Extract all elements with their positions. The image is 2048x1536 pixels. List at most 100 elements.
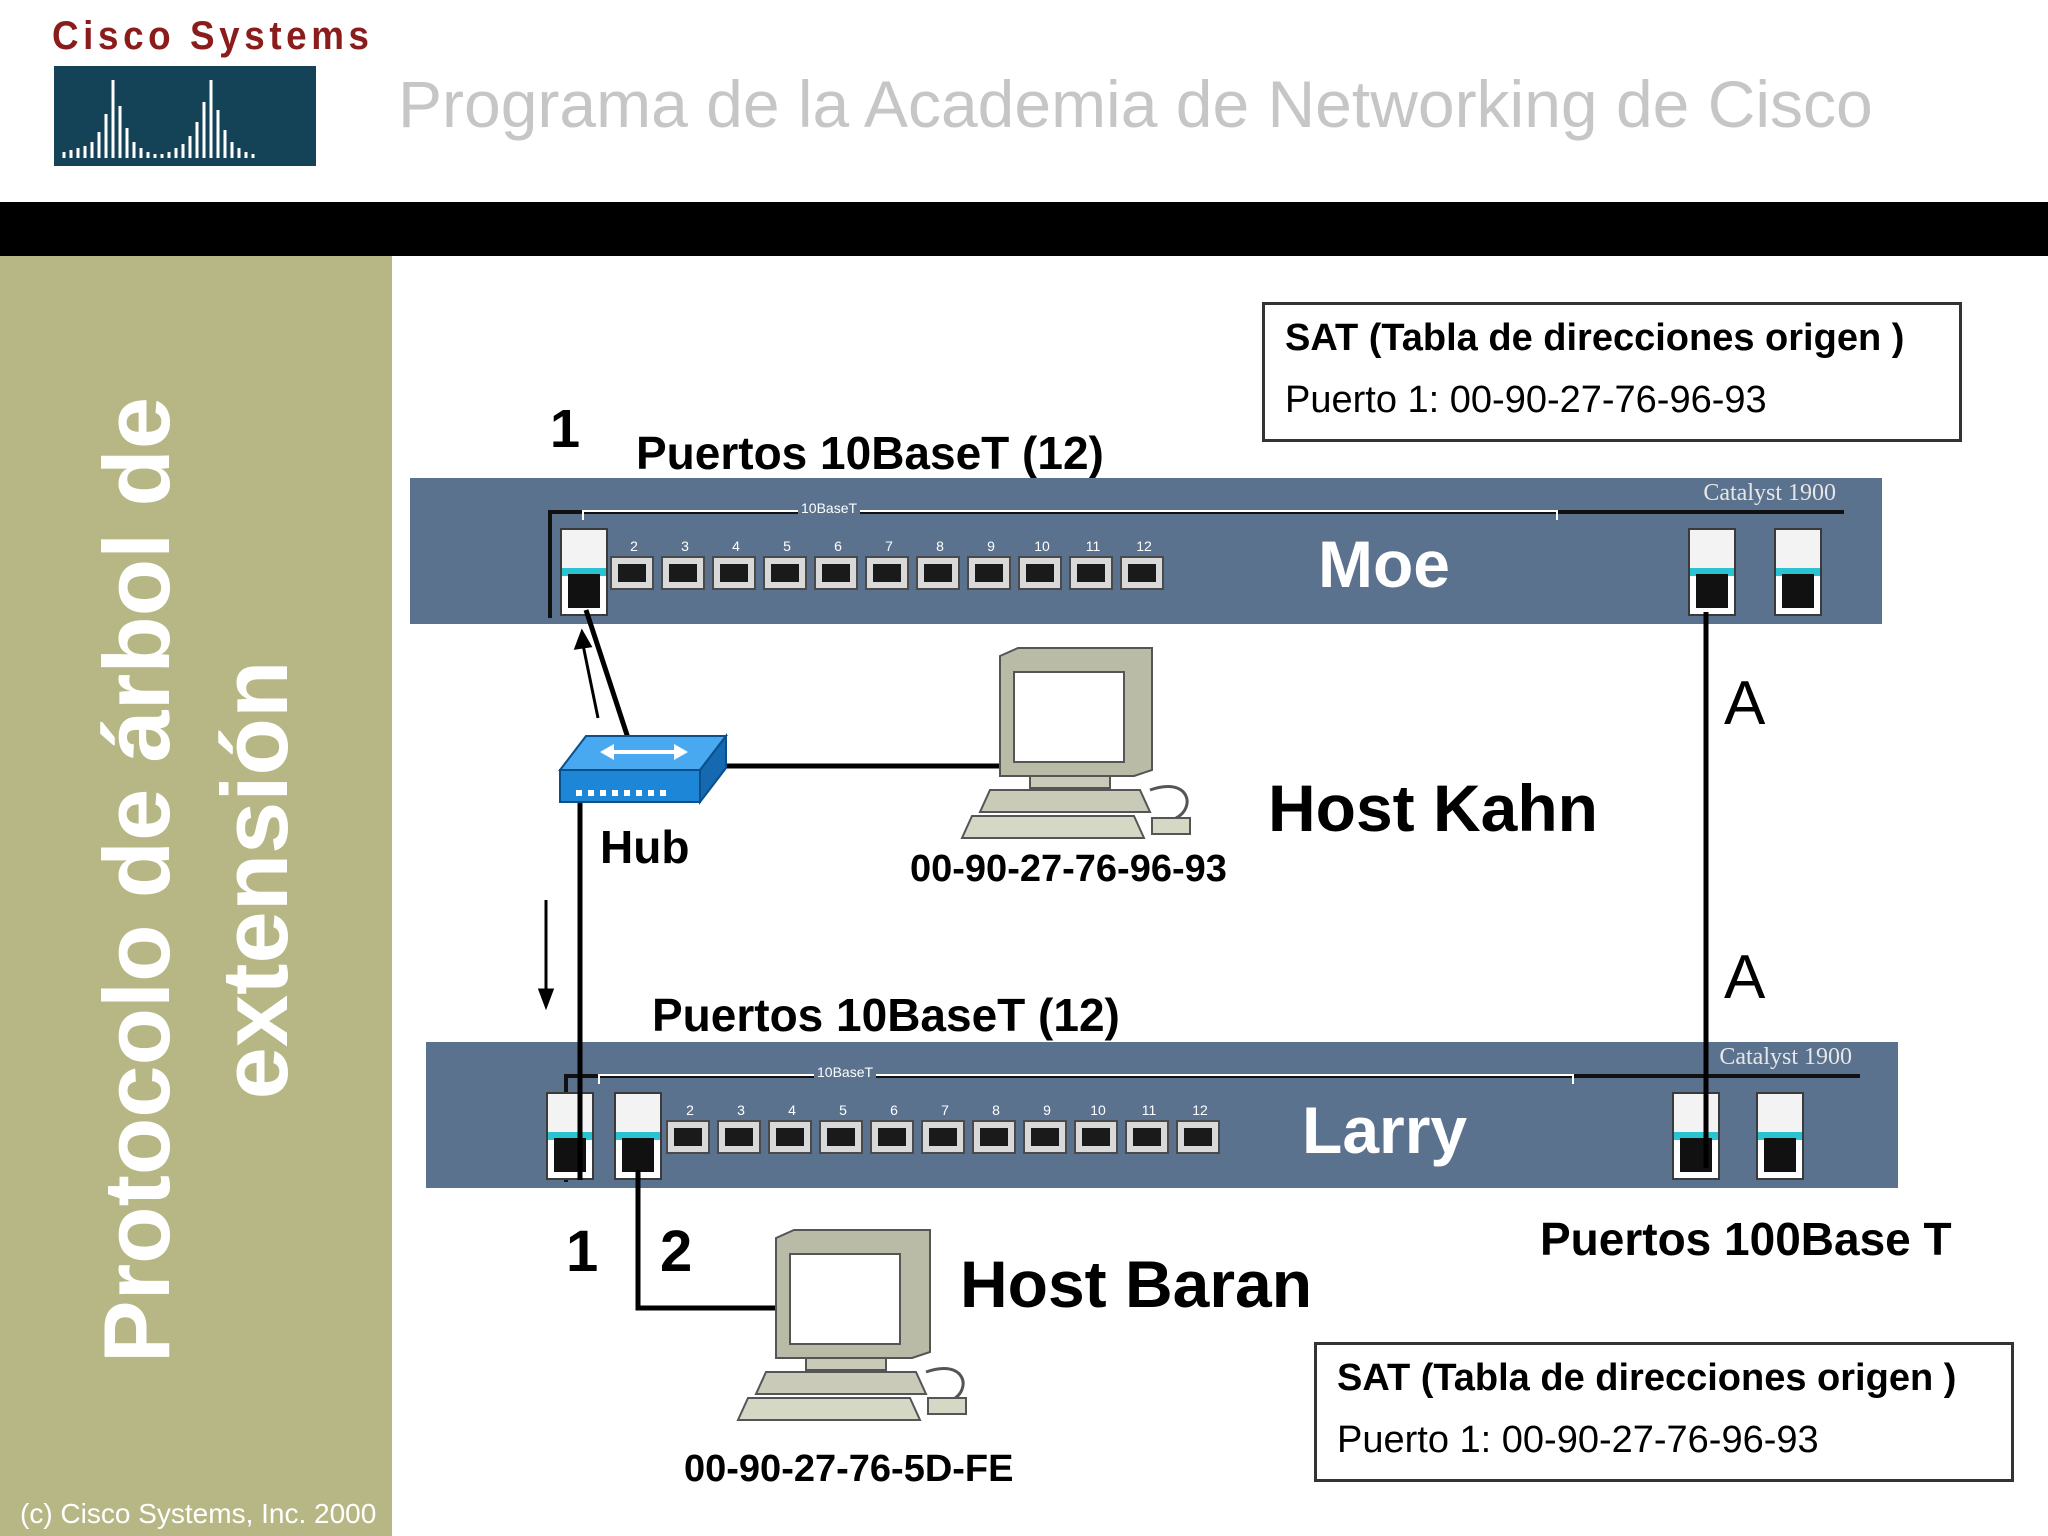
sat-table-title: SAT (Tabla de direcciones origen ) (1337, 1357, 1957, 1399)
port-number-label: 3 (681, 538, 689, 554)
sat-table-moe: SAT (Tabla de direcciones origen ) Puert… (1262, 302, 1962, 442)
copyright-notice: (c) Cisco Systems, Inc. 2000 (20, 1498, 377, 1529)
port-12: 12 (1176, 1102, 1220, 1154)
moe-10baset-ports: 2 3 4 5 6 7 8 9 10 11 12 (610, 538, 1570, 592)
link-label-a-top: A (1724, 669, 1766, 738)
link-larry-baran (635, 1170, 780, 1311)
port-number-label: 10 (1034, 538, 1050, 554)
port-number-label: 7 (885, 538, 893, 554)
port-12: 12 (1120, 538, 1164, 590)
switch-model-label: Catalyst 1900 (1719, 1044, 1852, 1070)
larry-port-2-label: 2 (660, 1219, 693, 1284)
port-8: 8 (916, 538, 960, 590)
switch-bezel (548, 510, 1844, 514)
port-10: 10 (1018, 538, 1062, 590)
port-7: 7 (921, 1102, 965, 1154)
port-number-label: 4 (732, 538, 740, 554)
larry-port-1-label: 1 (566, 1219, 599, 1284)
larry-10baset-ports: 2 3 4 5 6 7 8 9 10 11 12 (666, 1102, 1626, 1156)
port-11: 11 (1069, 538, 1113, 590)
port-7: 7 (865, 538, 909, 590)
switch-bezel (548, 510, 552, 618)
header-divider-bar (0, 202, 2048, 256)
sat-table-entry: Puerto 1: 00-90-27-76-96-93 (1337, 1419, 1819, 1461)
port-6: 6 (870, 1102, 914, 1154)
switch-larry: Catalyst 1900 10BaseT 2 3 4 5 6 7 8 9 10 11 12 Lar… (426, 1042, 1898, 1188)
port-3: 3 (661, 538, 705, 590)
port-number-label: 2 (630, 538, 638, 554)
port-number-label: 9 (987, 538, 995, 554)
larry-100base-port-b (1756, 1092, 1804, 1180)
port-number-label: 10 (1090, 1102, 1106, 1118)
port-number-label: 3 (737, 1102, 745, 1118)
port-2: 2 (610, 538, 654, 590)
switch-moe: Catalyst 1900 10BaseT 2 3 4 5 6 7 8 9 10 11 12 Moe (410, 478, 1882, 624)
moe-port-1 (560, 528, 608, 616)
port-4: 4 (768, 1102, 812, 1154)
moe-port-number-label: 1 (550, 399, 581, 459)
switch-bezel (564, 1074, 1860, 1078)
cisco-logo-text: Cisco Systems (52, 14, 374, 58)
larry-100base-port-a (1672, 1092, 1720, 1180)
host-baran-mac: 00-90-27-76-5D-FE (684, 1448, 1014, 1490)
host-kahn-computer-icon (960, 647, 1191, 839)
switch-name-moe: Moe (1318, 527, 1450, 601)
port-group-bracket (582, 510, 1558, 520)
link-label-a-bottom: A (1724, 943, 1766, 1012)
switch-model-label: Catalyst 1900 (1703, 480, 1836, 506)
port-number-label: 6 (890, 1102, 898, 1118)
larry-100base-ports-label: Puertos 100Base T (1540, 1213, 1952, 1265)
port-number-label: 12 (1136, 538, 1152, 554)
hub-label: Hub (600, 821, 690, 873)
host-kahn-label: Host Kahn (1268, 771, 1598, 845)
port-number-label: 6 (834, 538, 842, 554)
sat-table-entry: Puerto 1: 00-90-27-76-96-93 (1285, 379, 1767, 421)
port-number-label: 4 (788, 1102, 796, 1118)
port-number-label: 5 (839, 1102, 847, 1118)
sidebar (0, 256, 392, 1536)
port-3: 3 (717, 1102, 761, 1154)
port-6: 6 (814, 538, 858, 590)
port-number-label: 11 (1085, 538, 1101, 554)
port-5: 5 (819, 1102, 863, 1154)
sat-table-title: SAT (Tabla de direcciones origen ) (1285, 317, 1905, 359)
moe-100base-port-b (1774, 528, 1822, 616)
arrow-down-icon (537, 988, 555, 1011)
port-5: 5 (763, 538, 807, 590)
larry-ports-label: Puertos 10BaseT (12) (652, 989, 1120, 1041)
port-2: 2 (666, 1102, 710, 1154)
host-kahn-mac: 00-90-27-76-96-93 (910, 848, 1227, 890)
port-number-label: 5 (783, 538, 791, 554)
arrow-up-icon (573, 628, 593, 650)
port-number-label: 2 (686, 1102, 694, 1118)
frame-arrow-up (580, 639, 600, 719)
port-number-label: 8 (936, 538, 944, 554)
port-group-label: 10BaseT (798, 500, 861, 516)
host-baran-computer-icon (736, 1229, 967, 1421)
link-moe-hub (583, 609, 631, 739)
cisco-logo-bridge-icon (54, 66, 316, 166)
sat-table-larry: SAT (Tabla de direcciones origen ) Puert… (1314, 1342, 2014, 1482)
port-8: 8 (972, 1102, 1016, 1154)
moe-100base-port-a (1688, 528, 1736, 616)
port-number-label: 8 (992, 1102, 1000, 1118)
larry-port-1 (546, 1092, 594, 1180)
hub-icon (557, 733, 729, 805)
port-number-label: 12 (1192, 1102, 1208, 1118)
port-number-label: 7 (941, 1102, 949, 1118)
port-11: 11 (1125, 1102, 1169, 1154)
host-baran-label: Host Baran (960, 1247, 1313, 1321)
port-9: 9 (1023, 1102, 1067, 1154)
port-group-label: 10BaseT (814, 1064, 877, 1080)
port-4: 4 (712, 538, 756, 590)
larry-port-2 (614, 1092, 662, 1180)
port-10: 10 (1074, 1102, 1118, 1154)
port-number-label: 9 (1043, 1102, 1051, 1118)
port-number-label: 11 (1141, 1102, 1157, 1118)
switch-name-larry: Larry (1302, 1093, 1468, 1167)
port-group-bracket (598, 1074, 1574, 1084)
page-header-title: Programa de la Academia de Networking de… (398, 67, 1873, 141)
port-9: 9 (967, 538, 1011, 590)
moe-ports-label: Puertos 10BaseT (12) (636, 427, 1104, 479)
